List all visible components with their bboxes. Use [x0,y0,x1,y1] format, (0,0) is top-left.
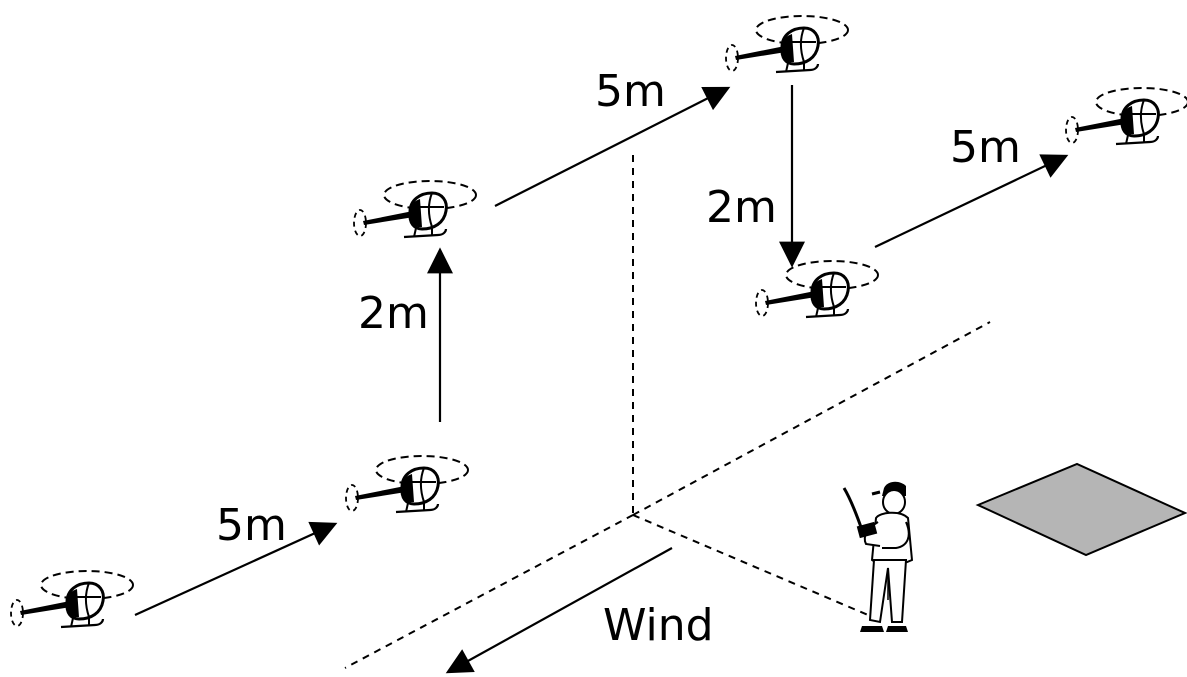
landing-pad [975,462,1187,557]
helicopter-icon-3 [352,179,478,239]
path-arrow-seg1 [134,521,338,617]
segment-label-descend: 2m [706,182,777,233]
segment-label-seg4: 5m [950,122,1021,173]
helicopter-icon-2 [344,454,470,514]
pilot-sight-line [632,514,869,616]
helicopter-icon-5 [754,259,880,319]
helicopter-icon-4 [724,14,850,74]
helicopter-icon-6 [1064,86,1187,146]
path-arrow-seg4 [874,154,1069,248]
ground-axes [344,155,991,669]
segment-label-climb: 2m [358,288,429,339]
path-arrow-seg3 [494,86,731,207]
pilot-icon [842,481,914,632]
ground-line-front [344,514,634,669]
helicopter-icon-1 [9,569,135,629]
flight-path [134,85,1069,617]
segment-label-seg1: 5m [216,500,287,551]
wind-label: Wind [603,600,714,651]
ground-line-back [632,321,991,516]
wind-arrow [445,547,673,674]
segment-label-seg3: 5m [595,66,666,117]
